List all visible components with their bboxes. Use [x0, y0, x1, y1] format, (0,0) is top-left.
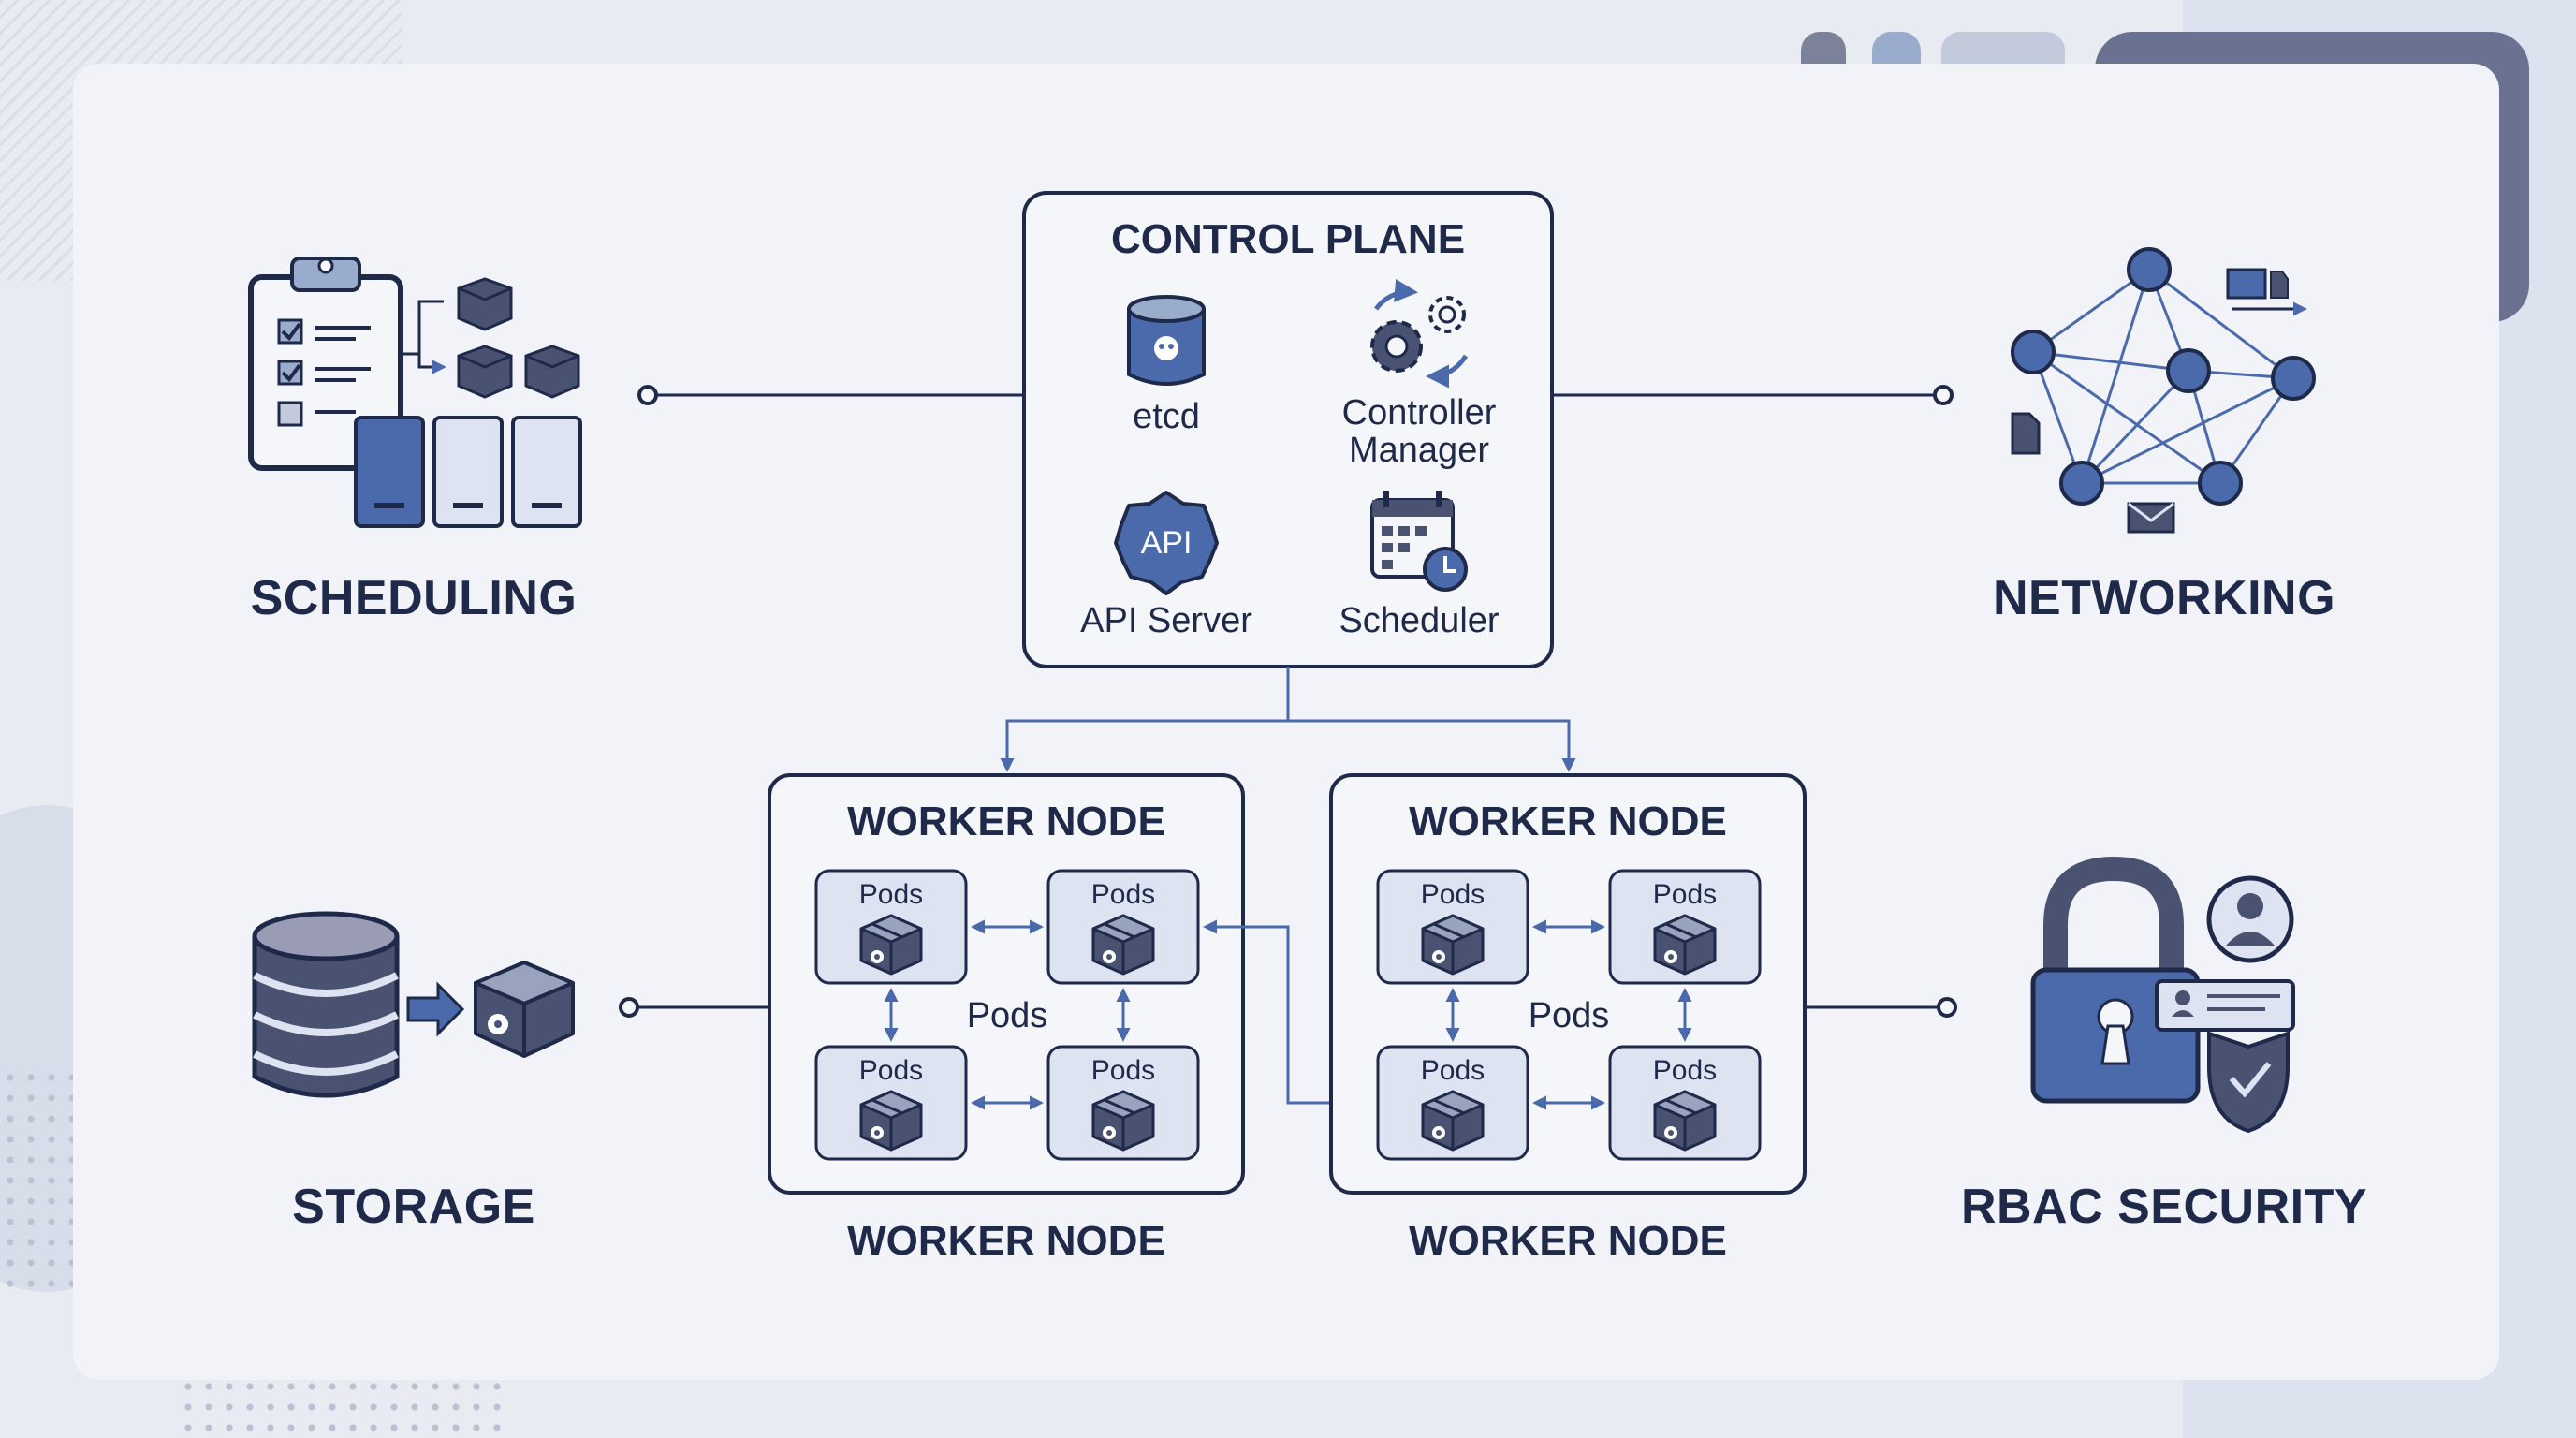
network-mesh-icon [2011, 247, 2316, 534]
pod-label: Pods [1090, 1055, 1156, 1086]
container-box-icon [859, 1090, 923, 1152]
calendar-clock-icon [1370, 491, 1468, 592]
pod-label: Pods [1090, 879, 1156, 910]
pods-center-label: Pods [966, 995, 1048, 1035]
database-stack-icon [252, 911, 575, 1098]
control-plane-branch [1000, 667, 1576, 772]
scheduling-label: SCHEDULING [250, 571, 578, 625]
decor-pill [1801, 32, 1846, 69]
container-box-icon [1653, 914, 1717, 976]
container-box-icon [1091, 914, 1155, 976]
connector-endpoint [637, 385, 658, 405]
api-badge-icon [1114, 491, 1219, 595]
control-plane-title: CONTROL PLANE [1110, 216, 1466, 262]
pod-label: Pods [858, 1055, 924, 1086]
api-server-label: API Server [1080, 600, 1252, 640]
pod-label: Pods [1420, 879, 1486, 910]
clipboard-checklist-icon [248, 257, 582, 528]
worker-node-caption: WORKER NODE [847, 1218, 1165, 1264]
decor-pill [1941, 32, 2065, 69]
connector-endpoint [1933, 385, 1954, 405]
container-box-icon [859, 914, 923, 976]
etcd-icon [1127, 295, 1206, 386]
background-dots [0, 1067, 75, 1292]
pod-arrows [1445, 919, 1692, 1110]
worker-node-title: WORKER NODE [1409, 799, 1727, 844]
etcd-label: etcd [1133, 396, 1200, 436]
rbac-security-label: RBAC SECURITY [1960, 1180, 2368, 1234]
padlock-user-shield-icon [2030, 856, 2295, 1134]
container-box-icon [1421, 914, 1485, 976]
pod-label: Pods [1420, 1055, 1486, 1086]
connector-lines [629, 393, 1947, 1009]
container-box-icon [1653, 1090, 1717, 1152]
storage-label: STORAGE [292, 1180, 535, 1234]
pod-arrows [884, 919, 1131, 1110]
connector-endpoint [619, 997, 639, 1018]
pod-label: Pods [858, 879, 924, 910]
background-dots [178, 1376, 505, 1438]
pods-center-label: Pods [1528, 995, 1610, 1035]
worker-node-caption: WORKER NODE [1409, 1218, 1727, 1264]
container-box-icon [1091, 1090, 1155, 1152]
controller-manager-label-line1: Controller [1341, 392, 1497, 433]
connector-endpoint [1937, 997, 1957, 1018]
api-badge-label: API [1140, 524, 1193, 561]
scheduler-label: Scheduler [1339, 600, 1500, 640]
pod-label: Pods [1652, 1055, 1718, 1086]
container-box-icon [1421, 1090, 1485, 1152]
pod-label: Pods [1652, 879, 1718, 910]
networking-label: NETWORKING [1992, 571, 2336, 625]
decor-pill [1872, 32, 1921, 69]
worker-node-title: WORKER NODE [847, 799, 1165, 844]
controller-manager-label-line2: Manager [1349, 430, 1489, 470]
gears-icon [1370, 278, 1469, 389]
